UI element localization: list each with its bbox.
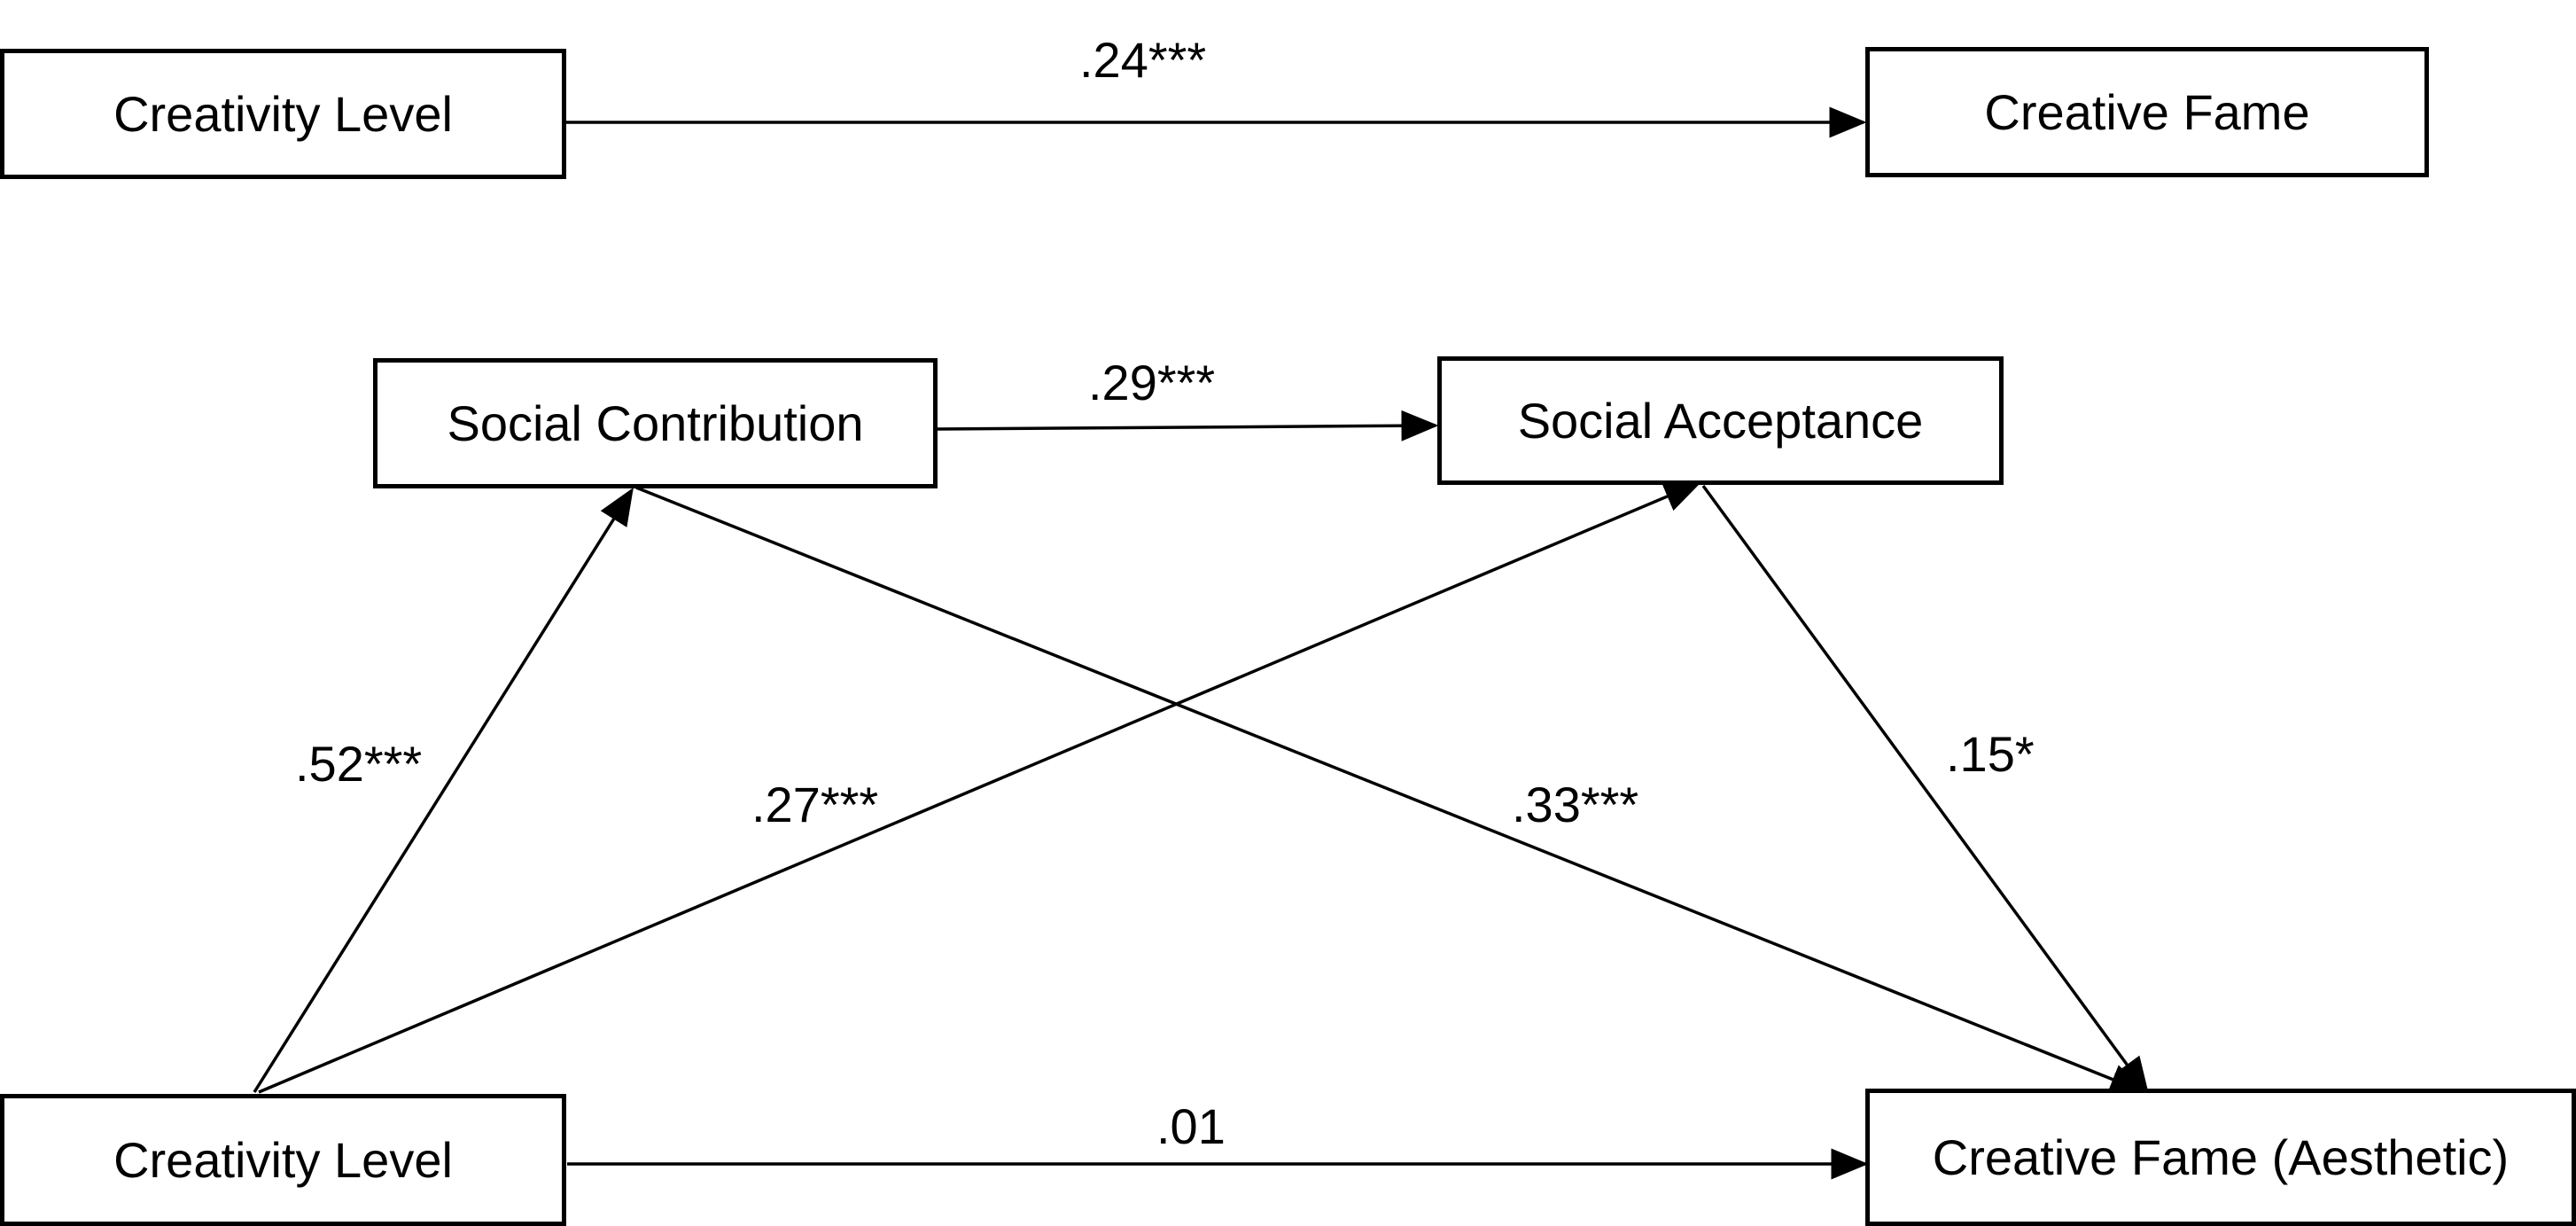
top-predictor-box: Creativity Level bbox=[0, 49, 566, 179]
arrow-creativity-to-contribution bbox=[253, 488, 634, 1093]
coef-contribution-to-acceptance: .29*** bbox=[1088, 355, 1216, 410]
mediator-2-label: Social Acceptance bbox=[1517, 393, 1924, 449]
top-predictor-label: Creativity Level bbox=[113, 86, 453, 142]
coef-creativity-to-aesthetic-fame: .01 bbox=[1156, 1098, 1226, 1154]
arrow-acceptance-to-aesthetic-fame bbox=[1701, 484, 2150, 1095]
outcome-label: Creative Fame (Aesthetic) bbox=[1932, 1129, 2510, 1185]
coef-creativity-to-contribution: .52*** bbox=[295, 736, 423, 792]
top-outcome-box: Creative Fame bbox=[1865, 47, 2429, 177]
predictor-box: Creativity Level bbox=[0, 1094, 566, 1226]
coef-acceptance-to-aesthetic-fame: .15* bbox=[1946, 726, 2035, 782]
top-direct-coefficient: .24*** bbox=[1079, 32, 1207, 88]
top-outcome-label: Creative Fame bbox=[1984, 84, 2310, 140]
mediator-1-label: Social Contribution bbox=[447, 395, 864, 451]
arrow-creativity-to-acceptance bbox=[258, 481, 1702, 1094]
outcome-box: Creative Fame (Aesthetic) bbox=[1865, 1089, 2576, 1226]
arrow-contribution-to-aesthetic-fame bbox=[635, 486, 2148, 1094]
coef-contribution-to-aesthetic-fame: .33*** bbox=[1512, 777, 1639, 832]
mediator-1-box: Social Contribution bbox=[373, 358, 938, 488]
mediator-2-box: Social Acceptance bbox=[1437, 356, 2004, 485]
arrow-contribution-to-acceptance bbox=[936, 410, 1439, 441]
coef-creativity-to-acceptance: .27*** bbox=[751, 777, 879, 832]
predictor-label: Creativity Level bbox=[113, 1132, 453, 1188]
